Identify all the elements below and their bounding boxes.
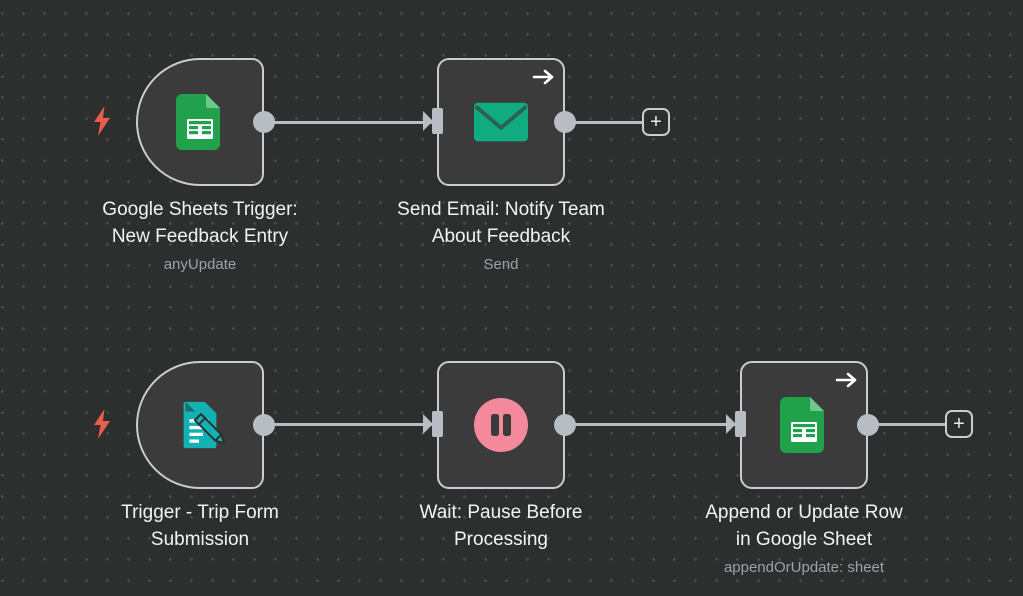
node-send-email[interactable] <box>423 58 576 186</box>
label-append-update-sheet: Append or Update Row in Google Sheet app… <box>654 499 954 580</box>
arrow-right-icon <box>835 369 859 391</box>
connection-wire-4[interactable] <box>570 423 742 426</box>
node-subtitle: appendOrUpdate: sheet <box>723 559 885 576</box>
arrow-right-icon <box>532 66 556 88</box>
add-node-button-row2[interactable]: + <box>945 410 973 438</box>
add-node-button-row1[interactable]: + <box>642 108 670 136</box>
form-document-pencil-icon <box>173 398 227 452</box>
trigger-bolt-icon <box>91 106 113 136</box>
input-connector[interactable] <box>423 411 443 437</box>
label-wait: Wait: Pause Before Processing <box>351 499 651 556</box>
label-google-sheets-trigger: Google Sheets Trigger: New Feedback Entr… <box>50 196 350 277</box>
output-connector[interactable] <box>554 111 576 133</box>
node-wait[interactable] <box>423 361 576 489</box>
trigger-bolt-icon <box>91 409 113 439</box>
node-append-update-sheet[interactable] <box>726 361 879 489</box>
output-connector[interactable] <box>253 111 275 133</box>
plus-icon: + <box>953 413 965 435</box>
label-send-email: Send Email: Notify Team About Feedback S… <box>351 196 651 277</box>
google-sheets-icon <box>173 94 227 150</box>
connection-wire-1[interactable] <box>268 121 438 124</box>
connection-wire-2[interactable] <box>570 121 642 124</box>
node-title: Wait: Pause Before Processing <box>419 502 583 550</box>
node-subtitle: anyUpdate <box>163 256 237 273</box>
connection-wire-5[interactable] <box>873 423 945 426</box>
google-sheets-icon <box>777 397 831 453</box>
node-trip-form-trigger[interactable] <box>136 361 275 489</box>
node-title: Send Email: Notify Team About Feedback <box>397 199 605 247</box>
node-google-sheets-trigger[interactable] <box>136 58 275 186</box>
pause-icon <box>474 398 528 452</box>
envelope-icon <box>474 95 528 149</box>
output-connector[interactable] <box>253 414 275 436</box>
output-connector[interactable] <box>857 414 879 436</box>
connection-wire-3[interactable] <box>268 423 438 426</box>
node-title: Trigger - Trip Form Submission <box>121 502 279 550</box>
input-connector[interactable] <box>726 411 746 437</box>
node-subtitle: Send <box>483 256 519 273</box>
label-trip-form-trigger: Trigger - Trip Form Submission <box>50 499 350 556</box>
output-connector[interactable] <box>554 414 576 436</box>
input-connector[interactable] <box>423 108 443 134</box>
node-title: Google Sheets Trigger: New Feedback Entr… <box>102 199 298 247</box>
node-title: Append or Update Row in Google Sheet <box>705 502 903 550</box>
plus-icon: + <box>650 111 662 133</box>
